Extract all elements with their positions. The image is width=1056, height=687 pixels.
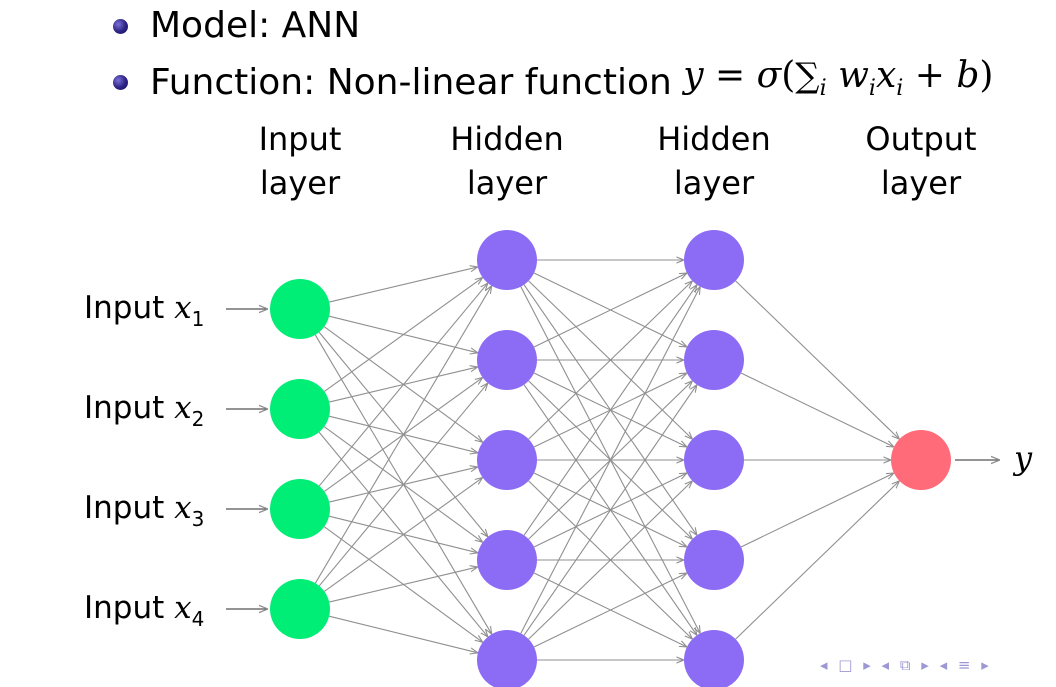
input-node bbox=[270, 279, 330, 339]
layer-title-hidden-2: Hidden layer bbox=[657, 120, 771, 202]
connection-edge bbox=[324, 478, 482, 592]
connection-edge bbox=[735, 481, 900, 640]
input-node bbox=[270, 479, 330, 539]
layer-title-output: Output layer bbox=[865, 120, 977, 202]
bullet-function-label: Function: bbox=[150, 61, 316, 103]
connection-edge bbox=[314, 286, 491, 584]
hidden1-node bbox=[477, 230, 537, 290]
bullet-model: Model: ANN bbox=[113, 6, 360, 46]
hidden1-node bbox=[477, 330, 537, 390]
output-node bbox=[891, 430, 951, 490]
connection-edge bbox=[329, 567, 478, 603]
input-label-3: Input x3 bbox=[84, 490, 205, 531]
bullet-dot-icon bbox=[113, 75, 128, 90]
connection-edge bbox=[318, 383, 488, 587]
connection-edge bbox=[318, 283, 488, 487]
input-label-4: Input x4 bbox=[84, 590, 205, 631]
connection-edge bbox=[324, 278, 482, 392]
hidden2-node bbox=[684, 330, 744, 390]
bullet-dot-icon bbox=[113, 18, 128, 34]
layer-title-hidden-1: Hidden layer bbox=[450, 120, 564, 202]
bullet-function: Function: Non-linear function y = σ(∑i w… bbox=[113, 56, 993, 109]
connection-edge bbox=[740, 473, 894, 548]
connection-edge bbox=[533, 573, 687, 648]
input-label-1: Input x1 bbox=[84, 290, 205, 331]
connection-edge bbox=[328, 615, 478, 653]
hidden2-node bbox=[684, 530, 744, 590]
output-label: y bbox=[1014, 439, 1033, 477]
hidden1-node bbox=[477, 630, 537, 687]
connection-edge bbox=[740, 372, 894, 447]
bullet-model-label: Model: bbox=[150, 5, 271, 46]
input-label-2: Input x2 bbox=[84, 390, 205, 431]
hidden2-node bbox=[684, 230, 744, 290]
input-node bbox=[270, 579, 330, 639]
hidden2-node bbox=[684, 430, 744, 490]
bullet-function-value: Non-linear function bbox=[326, 61, 672, 103]
hidden1-node bbox=[477, 430, 537, 490]
connection-edge bbox=[520, 287, 700, 634]
hidden1-node bbox=[477, 530, 537, 590]
connection-edge bbox=[528, 281, 693, 440]
connection-edge bbox=[528, 481, 693, 640]
connection-edge bbox=[735, 280, 900, 439]
beamer-navigation[interactable]: ◂ □ ▸ ◂ ⧉ ▸ ◂ ≡ ▸ bbox=[820, 656, 992, 674]
function-formula: y = σ(∑i wixi + b) bbox=[683, 55, 994, 102]
input-node bbox=[270, 379, 330, 439]
hidden2-node bbox=[684, 630, 744, 687]
connection-edge bbox=[533, 273, 687, 348]
connection-edge bbox=[329, 267, 478, 303]
connection-edge bbox=[523, 385, 697, 636]
layer-title-input: Input layer bbox=[258, 120, 342, 202]
bullet-model-value: ANN bbox=[281, 5, 361, 46]
connection-edge bbox=[523, 285, 697, 536]
